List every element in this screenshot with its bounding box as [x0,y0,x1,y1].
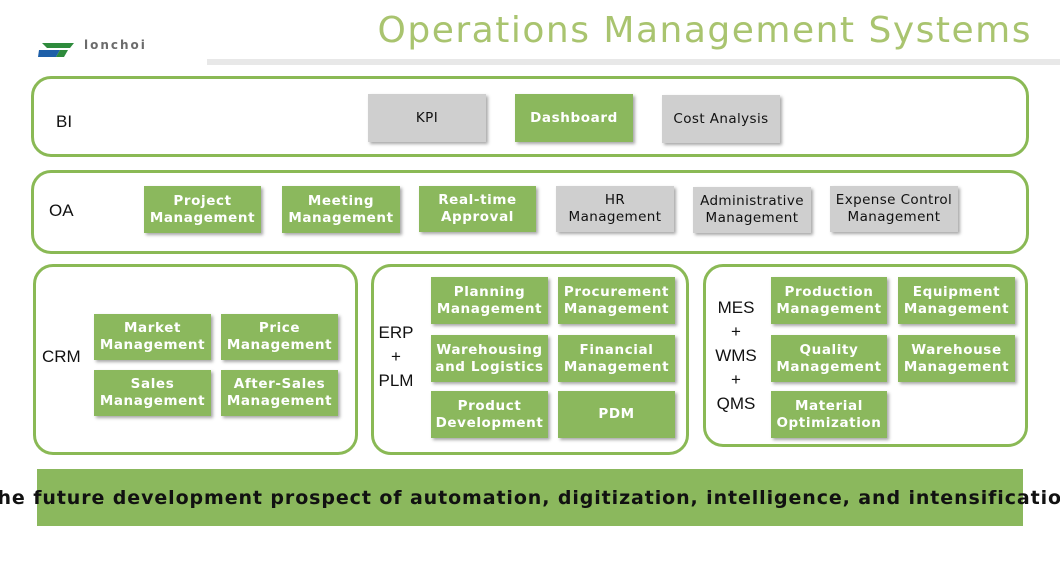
crm-price-management-box: Price Management [221,314,338,360]
brand-name: lonchoi [84,38,147,52]
oa-meeting-management-box: Meeting Management [282,186,400,233]
mes-production-management-box: Production Management [771,277,887,324]
mes-wms-qms-label: MES + WMS + QMS [708,296,764,416]
mes-warehouse-management-box: Warehouse Management [898,335,1015,382]
erp-procurement-management-box: Procurement Management [558,277,675,324]
wms-plus-line: + [731,370,741,389]
bi-dashboard-box: Dashboard [515,94,633,142]
erp-label-line: ERP [378,323,414,342]
page-title: Operations Management Systems [377,10,1032,51]
mes-quality-management-box: Quality Management [771,335,887,382]
mes-equipment-management-box: Equipment Management [898,277,1015,324]
erp-plm-label: ERP + PLM [374,321,418,393]
erp-planning-management-box: Planning Management [431,277,548,324]
crm-after-sales-box: After-Sales Management [221,370,338,416]
oa-hr-management-box: HR Management [556,186,674,232]
title-divider [207,59,1060,65]
brand-logo [38,40,78,60]
mes-plus-line: + [731,322,741,341]
mes-label-line: MES [717,298,755,317]
erp-financial-management-box: Financial Management [558,335,675,382]
bi-cost-analysis-box: Cost Analysis [662,95,780,143]
erp-warehousing-logistics-box: Warehousing and Logistics [431,335,548,382]
wms-label-line: WMS [715,346,757,365]
crm-market-management-box: Market Management [94,314,211,360]
erp-product-development-box: Product Development [431,391,548,438]
crm-sales-management-box: Sales Management [94,370,211,416]
oa-label: OA [49,201,74,220]
qms-label-line: QMS [716,394,756,413]
oa-expense-control-box: Expense Control Management [830,186,958,232]
erp-plus-line: + [391,347,401,366]
crm-label: CRM [42,347,81,366]
logo-mark-icon [38,43,74,57]
oa-realtime-approval-box: Real-time Approval [419,186,536,232]
plm-label-line: PLM [378,371,414,390]
bi-label: BI [56,112,73,131]
oa-administrative-management-box: Administrative Management [693,187,811,233]
erp-pdm-box: PDM [558,391,675,438]
mes-material-optimization-box: Material Optimization [771,391,887,438]
bi-kpi-box: KPI [368,94,486,142]
future-prospect-banner: The future development prospect of autom… [0,469,1060,526]
oa-project-management-box: Project Management [144,186,261,233]
